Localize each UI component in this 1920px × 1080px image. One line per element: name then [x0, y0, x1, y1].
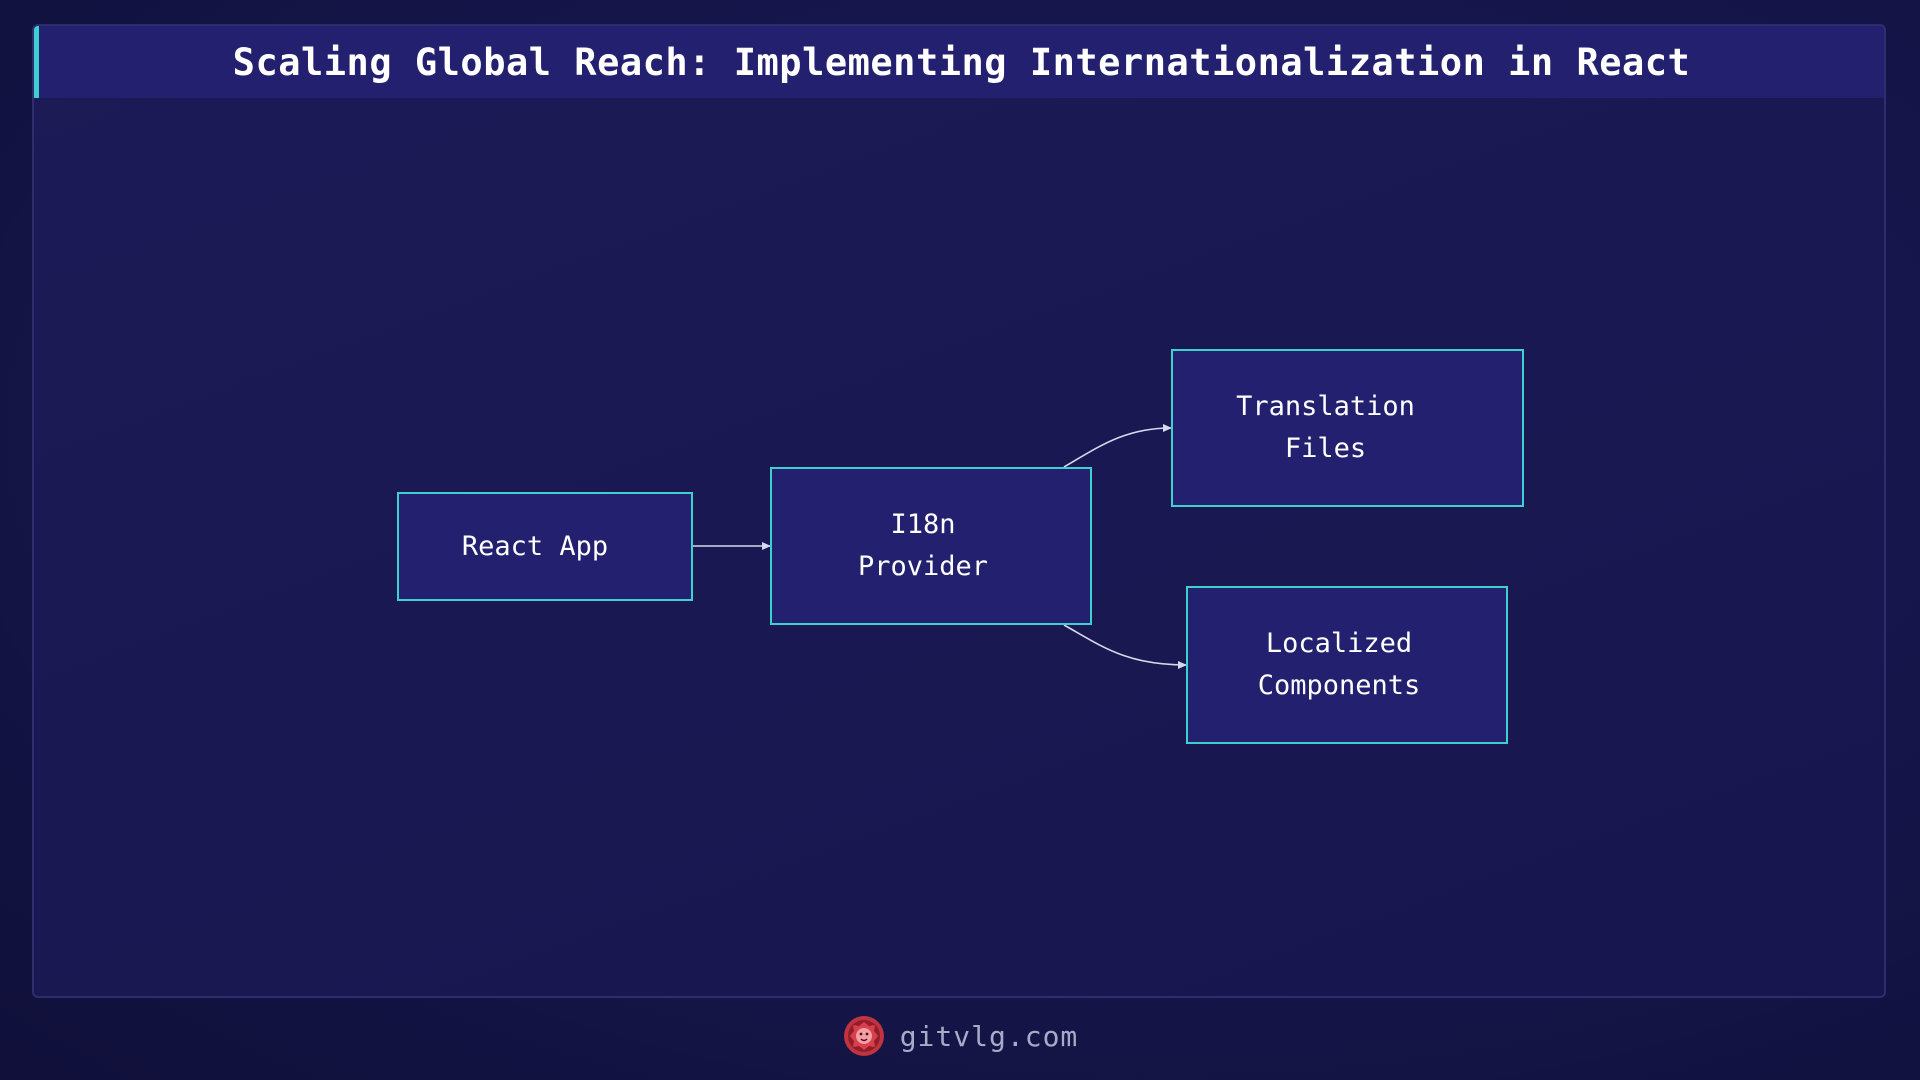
- node-localized-components: Localized Components: [1186, 586, 1508, 744]
- node-label: Translation Files: [1236, 391, 1415, 464]
- node-label: Localized Components: [1257, 628, 1421, 701]
- node-i18n-provider: I18n Provider: [770, 467, 1092, 625]
- node-translation-files: Translation Files: [1171, 349, 1524, 507]
- page-title: Scaling Global Reach: Implementing Inter…: [232, 40, 1691, 84]
- node-label: I18n Provider: [857, 509, 989, 582]
- footer-site-link[interactable]: gitvlg.com: [899, 1019, 1079, 1053]
- title-bar: Scaling Global Reach: Implementing Inter…: [34, 26, 1884, 98]
- node-react-app: React App: [397, 492, 693, 601]
- content-panel: Scaling Global Reach: Implementing Inter…: [32, 24, 1886, 998]
- node-label: React App: [461, 530, 609, 562]
- lion-logo-icon: [843, 1016, 884, 1056]
- footer: gitvlg.com: [0, 1010, 1920, 1062]
